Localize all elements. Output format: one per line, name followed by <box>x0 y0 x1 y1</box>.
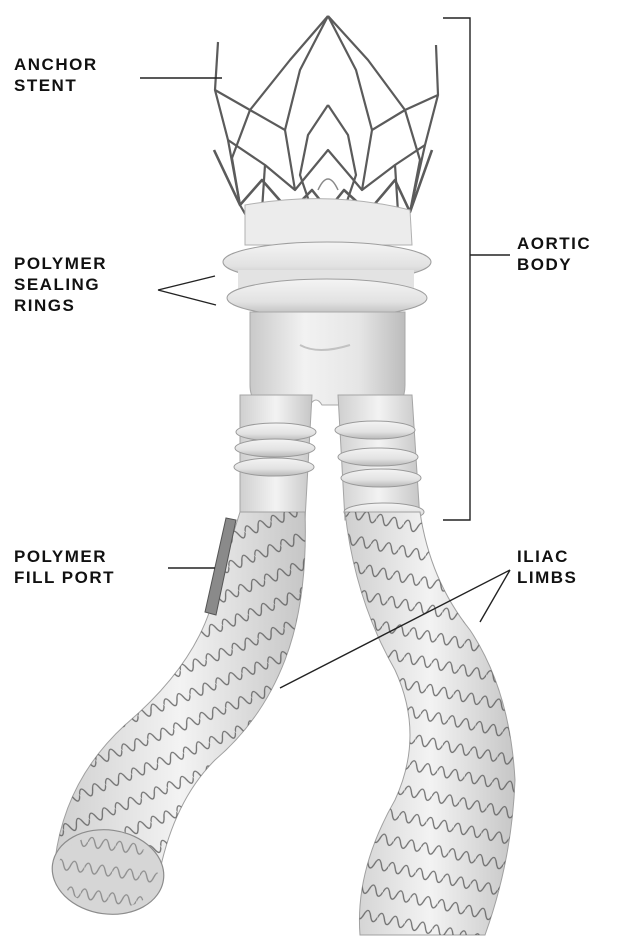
aortic-body <box>223 199 431 405</box>
anchor-stent-label: ANCHOR STENT <box>14 54 98 96</box>
iliac-limbs-label-line1: ILIAC <box>517 546 577 567</box>
sealing-rings-label-line1: POLYMER <box>14 253 107 274</box>
anchor-stent <box>214 16 438 226</box>
fill-port-label-line1: POLYMER <box>14 546 115 567</box>
sealing-rings-label-line3: RINGS <box>14 295 107 316</box>
upper-legs <box>234 395 424 521</box>
fill-port-label: POLYMER FILL PORT <box>14 546 115 588</box>
right-iliac-limb <box>345 512 515 935</box>
aortic-body-label: AORTIC BODY <box>517 233 591 275</box>
sealing-rings-leader <box>158 276 216 305</box>
sealing-rings-label-line2: SEALING <box>14 274 107 295</box>
iliac-limbs-label: ILIAC LIMBS <box>517 546 577 588</box>
iliac-limbs-label-line2: LIMBS <box>517 567 577 588</box>
aortic-body-label-line1: AORTIC <box>517 233 591 254</box>
anchor-stent-label-line1: ANCHOR <box>14 54 98 75</box>
fill-port-label-line2: FILL PORT <box>14 567 115 588</box>
aortic-body-label-line2: BODY <box>517 254 591 275</box>
sealing-rings-label: POLYMER SEALING RINGS <box>14 253 107 316</box>
aortic-body-bracket <box>443 18 510 520</box>
anchor-stent-label-line2: STENT <box>14 75 98 96</box>
